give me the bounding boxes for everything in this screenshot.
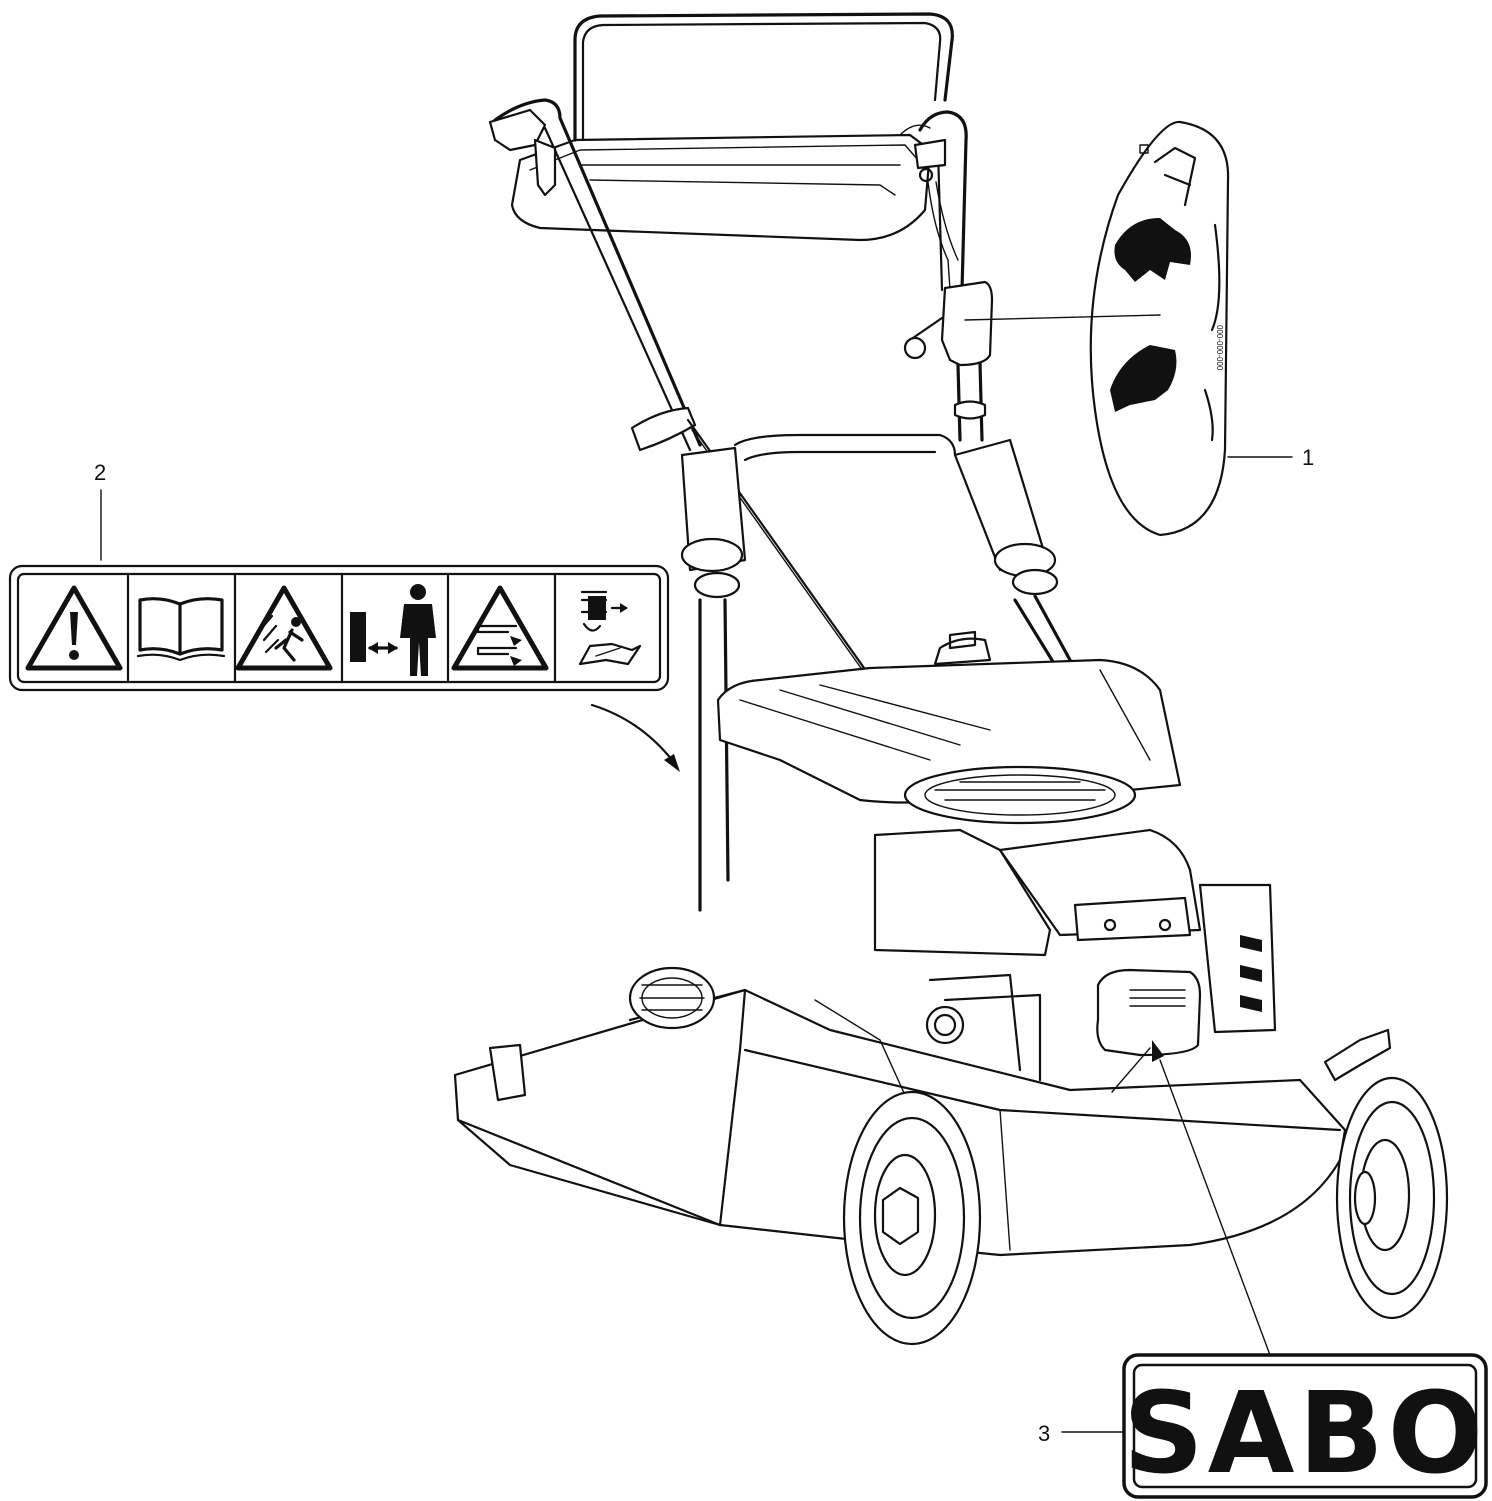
read-manual-icon: [136, 597, 226, 662]
callout-2-warning-label: 2: [8, 460, 680, 772]
sabo-logo: SABO: [1123, 1369, 1487, 1499]
callout-1-handle-decal: 000-000-000 1: [964, 120, 1314, 537]
callout-number-3: 3: [1038, 1421, 1050, 1446]
thrown-objects-warning-icon: [235, 585, 333, 671]
rabbit-fast-icon: [1114, 218, 1191, 282]
engine-shroud: [716, 630, 1182, 825]
callout-number-2: 2: [94, 460, 106, 485]
turtle-slow-icon: [1110, 345, 1177, 412]
handle-knuckles: [680, 433, 1072, 912]
front-right-wheel: [1335, 1076, 1449, 1320]
grass-catcher-frame: [510, 12, 954, 242]
wheels: [628, 966, 1449, 1346]
mower-illustration: [453, 12, 1449, 1346]
right-handle-tube: [903, 110, 994, 442]
lever-position-icon: [1139, 144, 1197, 207]
blade-hazard-warning-icon: [451, 585, 549, 671]
disconnect-before-maintenance-icon: [578, 590, 642, 666]
callout-number-1: 1: [1302, 445, 1314, 470]
handle-decal-part-code: 000-000-000: [1215, 325, 1224, 371]
keep-bystanders-away-icon: [350, 584, 436, 676]
engine-block: [873, 828, 1277, 1082]
front-left-wheel: [842, 1090, 982, 1346]
caution-triangle-icon: [25, 585, 123, 671]
sabo-logo-text: SABO: [1123, 1369, 1487, 1499]
callout-3-logo-decal: SABO 3: [1038, 1040, 1488, 1499]
rear-left-wheel: [628, 966, 716, 1030]
